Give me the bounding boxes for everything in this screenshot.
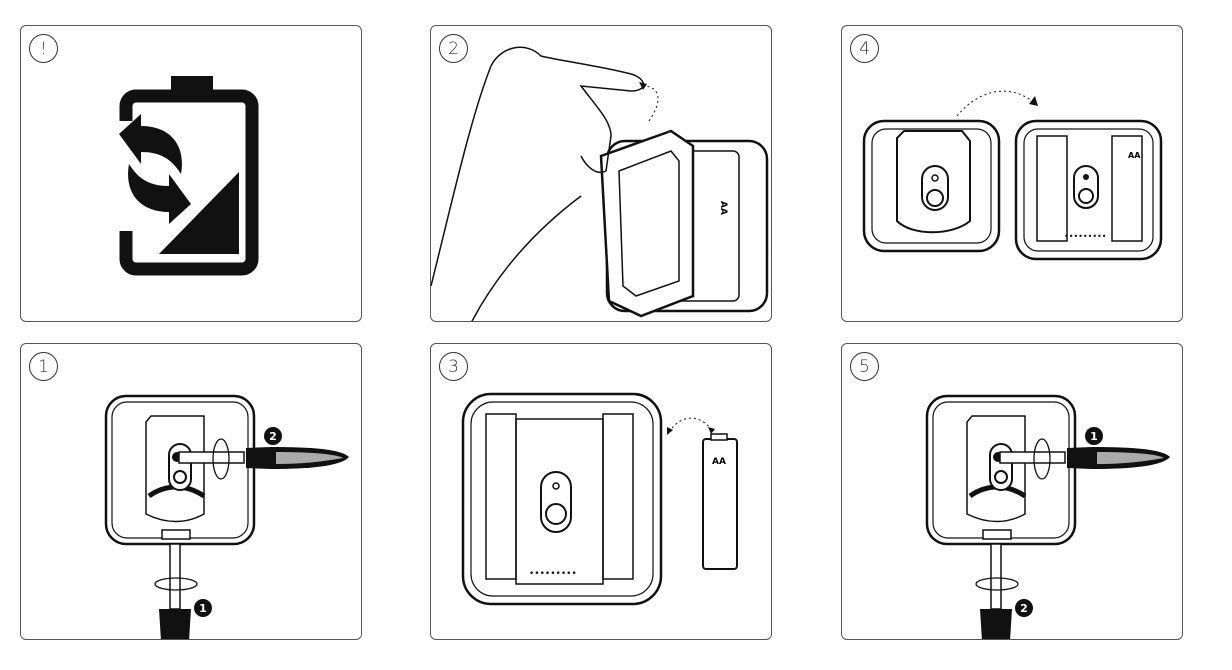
battery-swap-icon xyxy=(101,76,259,276)
panel-unscrew: 1 2 1 xyxy=(20,343,362,640)
remove-cover-illustration: AA xyxy=(431,46,769,321)
panel-remove-cover: 2 AA xyxy=(430,25,772,322)
step-badge: 3 xyxy=(439,352,468,381)
step-badge: 5 xyxy=(850,352,879,381)
replace-battery-illustration: ••••••••• AA xyxy=(461,392,738,606)
swap-cover-illustration: ••••••••• AA xyxy=(862,90,1163,261)
contact-dots: ••••••••• xyxy=(529,569,577,579)
panel-replace-battery: 3 ••••••••• AA xyxy=(430,343,772,640)
order-badge-2: 2 xyxy=(269,430,277,443)
order-badge-1: 1 xyxy=(199,602,207,615)
contact-dots: ••••••••• xyxy=(1064,232,1106,241)
panel-swap-cover: 4 ••••••••• AA xyxy=(841,25,1183,322)
battery-type-label: AA xyxy=(712,457,726,467)
order-badge-1: 1 xyxy=(1090,430,1098,443)
battery-type-label: AA xyxy=(718,201,728,215)
step-badge: 2 xyxy=(439,34,468,63)
panel-rescrew: 5 1 2 xyxy=(841,343,1183,640)
unscrew-illustration: 2 1 xyxy=(104,394,349,639)
rescrew-illustration: 1 2 xyxy=(925,394,1170,639)
step-badge: 1 xyxy=(29,352,58,381)
step-badge: ! xyxy=(29,34,58,63)
step-badge: 4 xyxy=(850,34,879,63)
order-badge-2: 2 xyxy=(1020,602,1028,615)
battery-type-label: AA xyxy=(1128,151,1141,160)
panel-battery-warning: ! xyxy=(20,25,362,322)
